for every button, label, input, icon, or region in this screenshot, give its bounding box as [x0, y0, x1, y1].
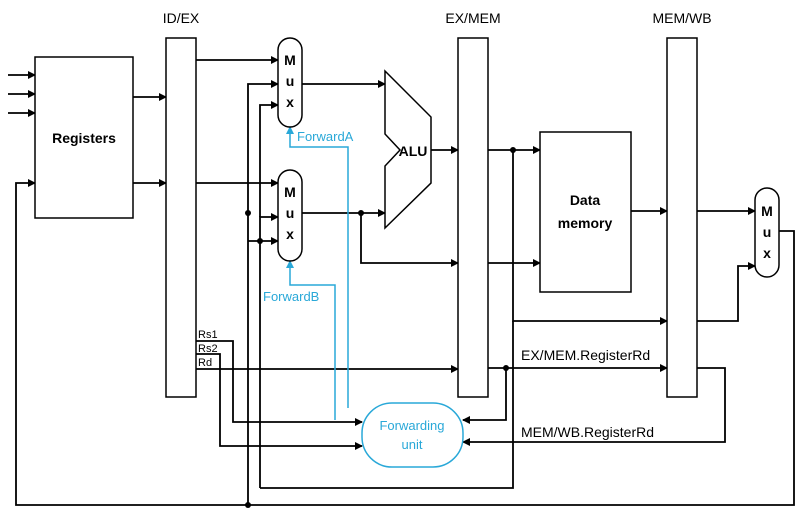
- mem-wb-label: MEM/WB: [652, 10, 711, 26]
- data-memory-label-line1: Data: [570, 192, 601, 208]
- mux-letter: M: [761, 203, 773, 219]
- mem-wb-register: MEM/WB: [652, 10, 712, 398]
- mux-letter: x: [286, 94, 294, 110]
- register-file: Registers: [34, 56, 134, 219]
- forwarding-control-wires: [286, 126, 349, 420]
- forwarding-unit: Forwarding unit: [361, 402, 464, 468]
- mux-letter: u: [763, 224, 772, 240]
- mem-wb-register-rd-label: MEM/WB.RegisterRd: [521, 424, 654, 440]
- id-ex-label: ID/EX: [163, 10, 200, 26]
- mux-letter: x: [286, 226, 294, 242]
- forwarding-unit-label-line1: Forwarding: [379, 418, 444, 433]
- wires: [8, 56, 795, 506]
- rs2-label: Rs2: [198, 343, 218, 355]
- id-ex-register: ID/EX: [163, 10, 200, 398]
- mux-letter: M: [284, 184, 296, 200]
- junction-dots: [245, 147, 516, 508]
- rd-label: Rd: [198, 357, 212, 369]
- alu: ALU: [384, 69, 432, 230]
- ex-mem-register: EX/MEM: [445, 10, 501, 398]
- ex-mem-register-rd-label: EX/MEM.RegisterRd: [521, 347, 650, 363]
- alu-label: ALU: [399, 143, 428, 159]
- forward-b-mux: M u x: [277, 169, 303, 262]
- register-file-label: Registers: [52, 130, 116, 146]
- data-memory: Data memory: [539, 131, 632, 293]
- forward-b-label: ForwardB: [263, 289, 319, 304]
- data-memory-label-line2: memory: [558, 215, 613, 231]
- mux-letter: M: [284, 52, 296, 68]
- forwarding-unit-label-line2: unit: [402, 437, 423, 452]
- mux-letter: x: [763, 245, 771, 261]
- ex-mem-label: EX/MEM: [445, 10, 500, 26]
- forward-a-label: ForwardA: [297, 129, 354, 144]
- mux-letter: u: [286, 73, 295, 89]
- writeback-mux: M u x: [754, 187, 780, 278]
- mux-letter: u: [286, 205, 295, 221]
- forward-a-mux: M u x: [277, 37, 303, 128]
- rs1-label: Rs1: [198, 329, 218, 341]
